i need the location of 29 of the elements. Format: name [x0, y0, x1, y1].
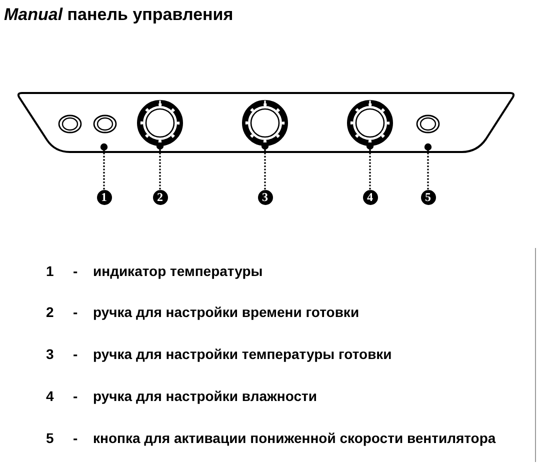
callout-number: 4	[362, 190, 378, 204]
title-text: Manual панель управления	[4, 4, 234, 26]
control-knob	[242, 100, 288, 146]
leader-line	[100, 143, 108, 190]
list-number: 5	[46, 429, 54, 447]
control-knob	[347, 100, 393, 146]
callout-number: 3	[258, 190, 272, 204]
dash-separator: -	[73, 429, 78, 447]
leader-line	[261, 142, 269, 190]
description-text: индикатор температуры	[93, 262, 263, 280]
callout-number: 2	[152, 190, 168, 204]
list-number: 1	[46, 262, 54, 280]
list-number: 2	[46, 303, 54, 321]
description-text: ручка для настройки температуры готовки	[93, 345, 392, 363]
dash-separator: -	[73, 345, 78, 363]
description-text: кнопка для активации пониженной скорости вентилятора	[93, 429, 496, 447]
callout-number: 1	[96, 190, 112, 204]
description-text: ручка для настройки влажности	[93, 387, 317, 405]
dash-separator: -	[73, 262, 78, 280]
list-number: 3	[46, 345, 54, 363]
dash-separator: -	[73, 303, 78, 321]
leader-line	[366, 142, 374, 190]
dash-separator: -	[73, 387, 78, 405]
leader-line	[424, 143, 432, 190]
control-knob	[137, 100, 183, 146]
description-text: ручка для настройки времени готовки	[93, 303, 360, 321]
leader-line	[156, 142, 164, 190]
list-number: 4	[46, 387, 54, 405]
callout-number: 5	[420, 190, 436, 204]
